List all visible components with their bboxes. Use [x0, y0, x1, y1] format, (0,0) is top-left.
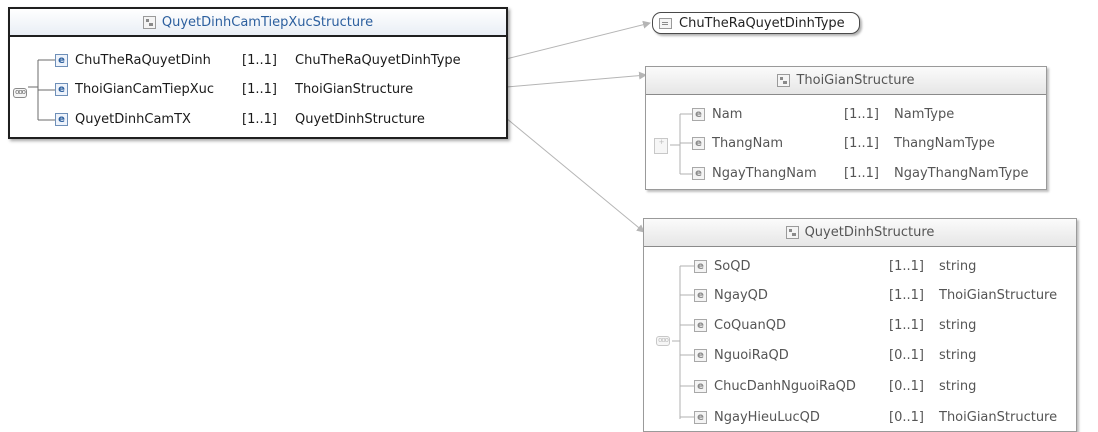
element-row[interactable]: e CoQuanQD [1..1] string [694, 315, 976, 335]
element-icon: e [55, 82, 68, 96]
element-cardinality: [0..1] [889, 347, 924, 363]
element-type: ChuTheRaQuyetDinhType [295, 52, 461, 68]
main-structure-box[interactable]: QuyetDinhCamTiepXucStructure ooo e ChuTh… [8, 7, 508, 139]
thoigian-structure-box[interactable]: ThoiGianStructure + e Nam [1..1] NamType… [645, 66, 1047, 190]
element-name: ChucDanhNguoiRaQD [714, 378, 856, 394]
quyetdinh-structure-box[interactable]: QuyetDinhStructure ooo e SoQD [1..1] str… [643, 218, 1077, 432]
complex-type-icon [785, 226, 799, 239]
element-name: SoQD [714, 258, 751, 274]
element-cardinality: [1..1] [844, 106, 879, 122]
element-type: string [939, 347, 977, 363]
element-name: ThoiGianCamTiepXuc [75, 81, 215, 97]
choice-compositor-icon[interactable]: + [654, 138, 668, 154]
element-icon: e [692, 107, 705, 121]
element-cardinality: [1..1] [889, 317, 924, 333]
element-row[interactable]: e ChuTheRaQuyetDinh [1..1] ChuTheRaQuyet… [55, 50, 461, 70]
element-icon: e [694, 410, 707, 424]
wire-to-thoigian [505, 71, 647, 88]
element-row[interactable]: e ThoiGianCamTiepXuc [1..1] ThoiGianStru… [55, 79, 413, 99]
element-type: string [939, 258, 977, 274]
element-cardinality: [1..1] [844, 135, 879, 151]
quyetdinh-structure-header: QuyetDinhStructure [644, 219, 1076, 247]
element-type: ThangNamType [894, 135, 995, 151]
main-tree-lines [28, 59, 55, 121]
quyetdinh-structure-title: QuyetDinhStructure [804, 225, 935, 240]
element-name: NguoiRaQD [714, 347, 789, 363]
element-row[interactable]: e ThangNam [1..1] ThangNamType [692, 133, 995, 153]
element-name: NgayThangNam [712, 165, 817, 181]
element-name: ChuTheRaQuyetDinh [75, 52, 211, 68]
element-type: NgayThangNamType [894, 165, 1029, 181]
element-type: ThoiGianStructure [939, 287, 1058, 303]
element-icon: e [694, 379, 707, 393]
element-type: QuyetDinhStructure [295, 111, 425, 127]
element-type: ThoiGianStructure [295, 81, 414, 97]
element-cardinality: [0..1] [889, 378, 924, 394]
element-name: NgayHieuLucQD [714, 409, 820, 425]
element-cardinality: [1..1] [242, 111, 277, 127]
element-row[interactable]: e Nam [1..1] NamType [692, 104, 954, 124]
complex-type-icon [777, 74, 791, 87]
element-icon: e [694, 318, 707, 332]
thoigian-structure-header: ThoiGianStructure [646, 67, 1046, 95]
element-name: Nam [712, 106, 743, 122]
thoigian-structure-title: ThoiGianStructure [796, 73, 915, 88]
main-structure-title: QuyetDinhCamTiepXucStructure [161, 14, 374, 30]
element-icon: e [692, 136, 705, 150]
element-type: string [939, 378, 977, 394]
simple-type-box[interactable]: ChuTheRaQuyetDinhType [652, 12, 860, 34]
element-cardinality: [1..1] [889, 287, 924, 303]
wire-to-chuthe-type [505, 20, 651, 60]
complex-type-icon [142, 15, 156, 29]
element-type: NamType [894, 106, 955, 122]
simple-type-name: ChuTheRaQuyetDinhType [679, 15, 845, 31]
element-row[interactable]: e QuyetDinhCamTX [1..1] QuyetDinhStructu… [55, 109, 425, 129]
simple-type-icon [659, 17, 672, 29]
element-icon: e [694, 348, 707, 362]
element-cardinality: [1..1] [889, 258, 924, 274]
quyetdinh-tree-lines [672, 265, 694, 419]
element-row[interactable]: e NgayQD [1..1] ThoiGianStructure [694, 285, 1057, 305]
element-type: string [939, 317, 977, 333]
element-icon: e [55, 112, 68, 126]
sequence-compositor-icon[interactable]: ooo [13, 88, 27, 98]
element-icon: e [694, 259, 707, 273]
element-name: CoQuanQD [714, 317, 786, 333]
element-name: ThangNam [712, 135, 783, 151]
wire-to-quyetdinh [505, 117, 645, 233]
element-icon: e [694, 288, 707, 302]
main-structure-header: QuyetDinhCamTiepXucStructure [10, 9, 506, 37]
thoigian-tree-lines [670, 113, 692, 175]
element-cardinality: [1..1] [242, 81, 277, 97]
element-row[interactable]: e NgayHieuLucQD [0..1] ThoiGianStructure [694, 407, 1057, 427]
element-row[interactable]: e NgayThangNam [1..1] NgayThangNamType [692, 163, 1029, 183]
element-type: ThoiGianStructure [939, 409, 1058, 425]
element-row[interactable]: e SoQD [1..1] string [694, 256, 976, 276]
sequence-compositor-icon[interactable]: ooo [656, 336, 670, 346]
element-cardinality: [0..1] [889, 409, 924, 425]
element-name: QuyetDinhCamTX [75, 111, 191, 127]
element-cardinality: [1..1] [844, 165, 879, 181]
element-row[interactable]: e ChucDanhNguoiRaQD [0..1] string [694, 376, 976, 396]
element-row[interactable]: e NguoiRaQD [0..1] string [694, 345, 976, 365]
element-cardinality: [1..1] [242, 52, 277, 68]
element-name: NgayQD [714, 287, 768, 303]
element-icon: e [55, 53, 68, 67]
element-icon: e [692, 166, 705, 180]
